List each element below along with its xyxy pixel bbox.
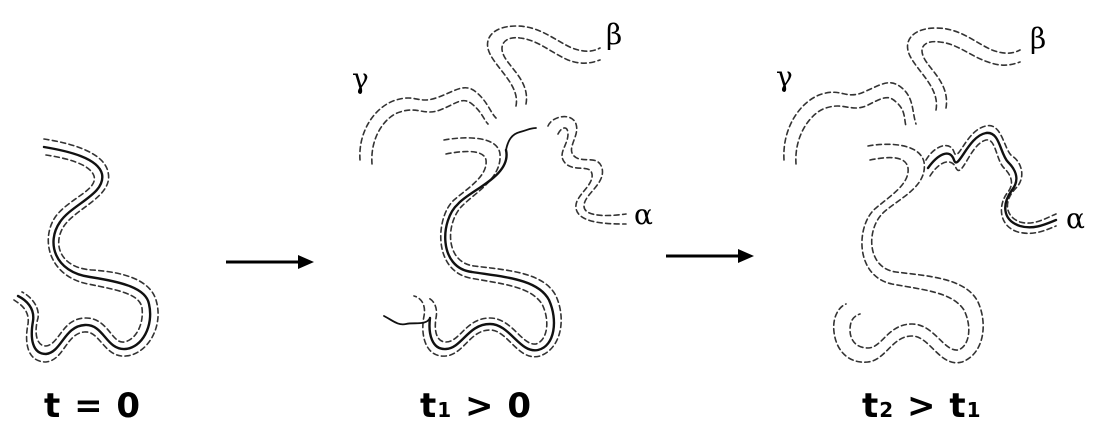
panel-3-tube-gamma: [784, 83, 916, 164]
panel-1-tube: [14, 139, 158, 362]
panel-3-time-symbol: t: [862, 386, 879, 426]
panel-3-chain: [928, 133, 1056, 227]
arrow-1: [226, 255, 314, 269]
arrow-2: [666, 249, 754, 263]
panel-2-tube-alpha: [548, 117, 626, 224]
panel-2-tube-beta: [488, 26, 600, 106]
panel-2-time-relation: > 0: [452, 386, 532, 426]
alpha-label-panel-2: α: [634, 198, 653, 231]
panel-2-time-label: t1 > 0: [420, 386, 532, 426]
panel-3-time-relation: > t: [894, 386, 966, 426]
gamma-label-panel-3: γ: [776, 60, 793, 93]
alpha-label-panel-3: α: [1066, 202, 1085, 235]
beta-label-panel-2: β: [606, 18, 622, 51]
beta-label-panel-3: β: [1030, 22, 1046, 55]
gamma-label-panel-2: γ: [352, 62, 369, 95]
panel-3-time-subscript: 2: [879, 398, 894, 422]
panel-3-tube-alpha: [926, 126, 1056, 234]
panel-3-tube-main: [834, 144, 984, 362]
panel-2-time-symbol: t: [420, 386, 437, 426]
panel-1-chain: [18, 147, 150, 354]
panel-1-time-label: t = 0: [44, 386, 141, 426]
panel-3-time-subscript-2: 1: [967, 398, 982, 422]
panel-2-time-subscript: 1: [437, 398, 452, 422]
panel-3-time-label: t2 > t1: [862, 386, 982, 426]
panel-2-free-end-top: [506, 128, 536, 150]
panel-2-chain: [430, 150, 554, 350]
panel-3-tube-beta: [908, 28, 1020, 110]
